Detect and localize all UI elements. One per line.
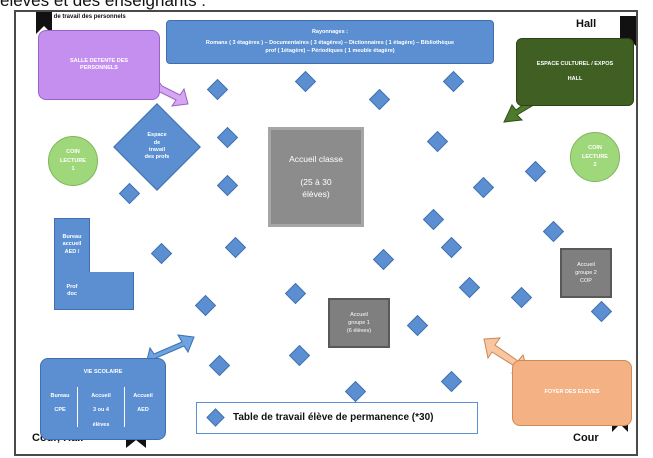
groupe2-l2: groupe 2 [575,269,597,276]
bureau-accueil-top [54,218,90,274]
vs-col2: Accueil 3 ou 4 élèves [81,389,121,432]
bureau-l1: Bureau [62,233,82,240]
espace-culturel-box: ESPACE CULTUREL / EXPOS HALL [516,38,634,106]
floor-plan: Salle de travail des personnels Hall Cou… [14,10,638,456]
bureau-l2: accueil [62,241,82,248]
coin-lecture-1: COIN LECTURE 1 [48,136,98,186]
accueil-classe-box: Accueil classe (25 à 30 élèves) [268,127,364,227]
accueil-classe-l3: élèves) [302,189,330,200]
accueil-groupe2-box: Accueil groupe 2 COP [560,248,612,298]
vs-col1-b: CPE [54,407,66,414]
salle-detente-label: SALLE DETENTE DES PERSONNELS [69,57,129,71]
coin-lecture-2: COIN LECTURE 2 [570,132,620,182]
vs-col2-a: Accueil [91,393,111,399]
vie-scolaire-title: VIE SCOLAIRE [83,369,123,375]
vs-col1-a: Bureau [50,393,70,399]
espace-culturel-line1: ESPACE CULTUREL / EXPOS [536,60,614,67]
espace-profs-l2: de [153,139,161,146]
rayonnages-line1: Romans ( 3 étagères ) – Documentaires ( … [205,40,455,47]
accueil-groupe1-box: Accueil groupe 1 (6 élèves) [328,298,390,348]
groupe2-l1: Accueil [577,261,595,268]
vie-scolaire-box: VIE SCOLAIRE Bureau CPE Accueil 3 ou 4 é… [40,358,166,440]
salle-travail-label: Salle de travail des personnels [38,14,126,20]
vs-col3: Accueil AED [127,389,159,418]
legend-box: Table de travail élève de permanence (*3… [196,402,478,434]
espace-profs-l3: travail [148,147,166,153]
cour-label: Cour [573,432,599,444]
groupe1-l2: groupe 1 [348,319,370,326]
coin-lecture-2-b: LECTURE [582,153,608,160]
bureau-l3: AED / [64,248,80,255]
coin-lecture-2-a: COIN [588,144,602,151]
bureau-l4: Prof [66,283,78,290]
vs-col3-a: Accueil [133,393,153,399]
bureau-accueil-text: Bureau accueil AED / [54,222,90,268]
coin-lecture-2-c: 2 [593,162,597,169]
page-title: élèves et des enseignants : [0,0,207,10]
espace-profs-l1: Espace [147,132,167,139]
groupe1-l3: (6 élèves) [346,328,372,335]
vs-divider-1 [77,387,78,427]
vs-col2-c: élèves [92,421,110,428]
rayonnages-title: Rayonnages : [311,28,349,35]
accueil-classe-l2: (25 à 30 [300,176,332,187]
accueil-classe-l1: Accueil classe [289,153,343,164]
groupe2-l3: COP [580,278,592,285]
foyer-eleves-box: FOYER DES ELEVES [512,360,632,426]
legend-text: Table de travail élève de permanence (*3… [233,412,434,423]
espace-profs-text: Espace de travail des profs [132,122,182,172]
rayonnages-line2: prof ( 1étagère) – Périodiques ( 1 meubl… [265,47,395,54]
salle-detente-box: SALLE DETENTE DES PERSONNELS [38,30,160,100]
coin-lecture-1-a: COIN [66,148,80,155]
bureau-l5: doc [67,291,77,297]
foyer-label: FOYER DES ELEVES [544,389,600,396]
hall-label: Hall [576,18,597,30]
vs-col1: Bureau CPE [47,389,73,418]
table-diamond-icon [206,408,225,427]
vs-col3-b: AED [137,407,149,414]
rayonnages-box: Rayonnages : Romans ( 3 étagères ) – Doc… [166,20,494,64]
groupe1-l1: Accueil [350,311,368,318]
chevron-up-icon-topleft [36,12,52,34]
coin-lecture-1-c: 1 [71,166,75,173]
espace-culturel-line2: HALL [567,76,583,82]
coin-lecture-1-b: LECTURE [60,157,86,164]
bureau-accueil-text2: Prof doc [54,276,90,306]
vs-divider-2 [124,387,125,427]
espace-profs-l4: des profs [144,154,170,161]
vs-col2-b: 3 ou 4 [93,407,109,414]
bureau-accueil-bottom [54,272,134,310]
